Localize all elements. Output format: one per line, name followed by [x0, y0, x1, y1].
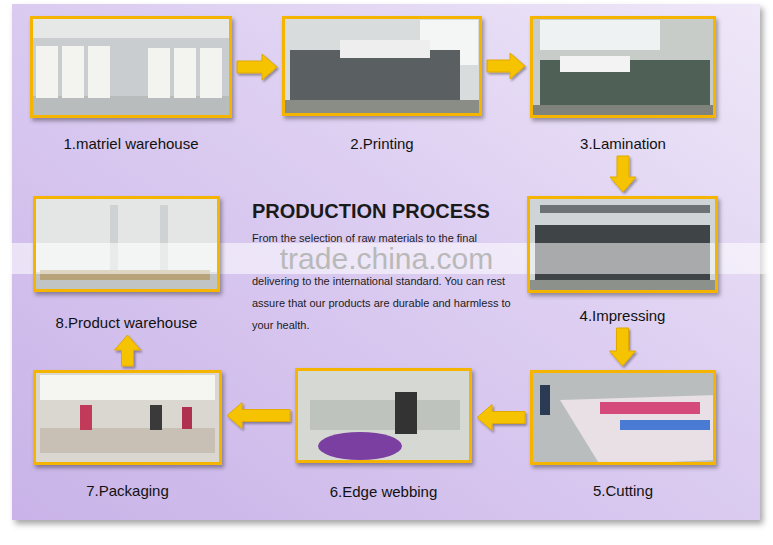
sewing-table [310, 400, 460, 430]
cutting-table [560, 395, 716, 465]
watermark-band [0, 243, 773, 274]
photo-window [540, 20, 660, 50]
step-caption: 7.Packaging [29, 482, 226, 499]
worker [150, 405, 162, 430]
step-caption: 6.Edge webbing [291, 483, 476, 500]
flow-arrow [115, 335, 141, 366]
machine-bar [540, 205, 710, 213]
step-caption: 2.Printing [278, 135, 486, 152]
diagram-title: PRODUCTION PROCESS [252, 199, 490, 223]
flow-arrow [610, 156, 636, 192]
step-caption: 1.matriel warehouse [26, 135, 236, 152]
process-step: 2.Printing [278, 16, 486, 152]
worker [540, 385, 550, 415]
photo-ground [530, 370, 716, 465]
material-roll [560, 56, 630, 72]
photo-frame [30, 16, 232, 118]
material-roll [174, 48, 196, 98]
process-step: 8.Product warehouse [29, 196, 224, 331]
process-step: 3.Lamination [526, 16, 720, 152]
photo-frame [33, 370, 222, 465]
photo-ground [282, 16, 482, 116]
purple-fabric [318, 432, 402, 460]
worker [80, 405, 92, 430]
material-roll [340, 40, 430, 58]
body-text: delivering to the international standard… [252, 270, 527, 336]
worker [182, 407, 192, 429]
process-step: 6.Edge webbing [291, 368, 476, 500]
photo-frame [530, 370, 716, 465]
material-roll [62, 46, 84, 98]
process-step: 1.matriel warehouse [26, 16, 236, 152]
photo-ground [30, 16, 232, 118]
photo-ground [295, 368, 472, 463]
photo-frame [282, 16, 482, 116]
photo-frame [295, 368, 472, 463]
material-roll [200, 48, 222, 98]
watermark: trade.china.com [0, 243, 773, 274]
photo-frame [33, 196, 220, 292]
photo-frame [530, 16, 716, 118]
step-caption: 4.Impressing [523, 307, 722, 324]
photo-ceiling [30, 16, 232, 38]
flow-arrow [227, 403, 290, 429]
photo-frame [527, 196, 718, 293]
step-caption: 3.Lamination [526, 135, 720, 152]
process-step: 7.Packaging [29, 370, 226, 499]
material-rolls [36, 46, 222, 98]
packing-table [40, 428, 215, 453]
step-caption: 5.Cutting [526, 482, 720, 499]
printed-sheet [600, 402, 700, 414]
worker [395, 392, 417, 434]
process-step: 4.Impressing [523, 196, 722, 324]
flow-arrow [610, 328, 636, 366]
printed-sheet [620, 420, 710, 430]
process-step: 5.Cutting [526, 370, 720, 499]
photo-ground [530, 16, 716, 118]
material-roll [36, 46, 58, 98]
step-caption: 8.Product warehouse [29, 314, 224, 331]
photo-window [40, 375, 215, 400]
flow-arrow [487, 53, 525, 79]
photo-floor [30, 96, 232, 118]
flow-arrow [237, 54, 277, 80]
material-roll [88, 46, 110, 98]
flow-arrow [477, 405, 525, 431]
material-roll [148, 48, 170, 98]
photo-ground [33, 370, 222, 465]
